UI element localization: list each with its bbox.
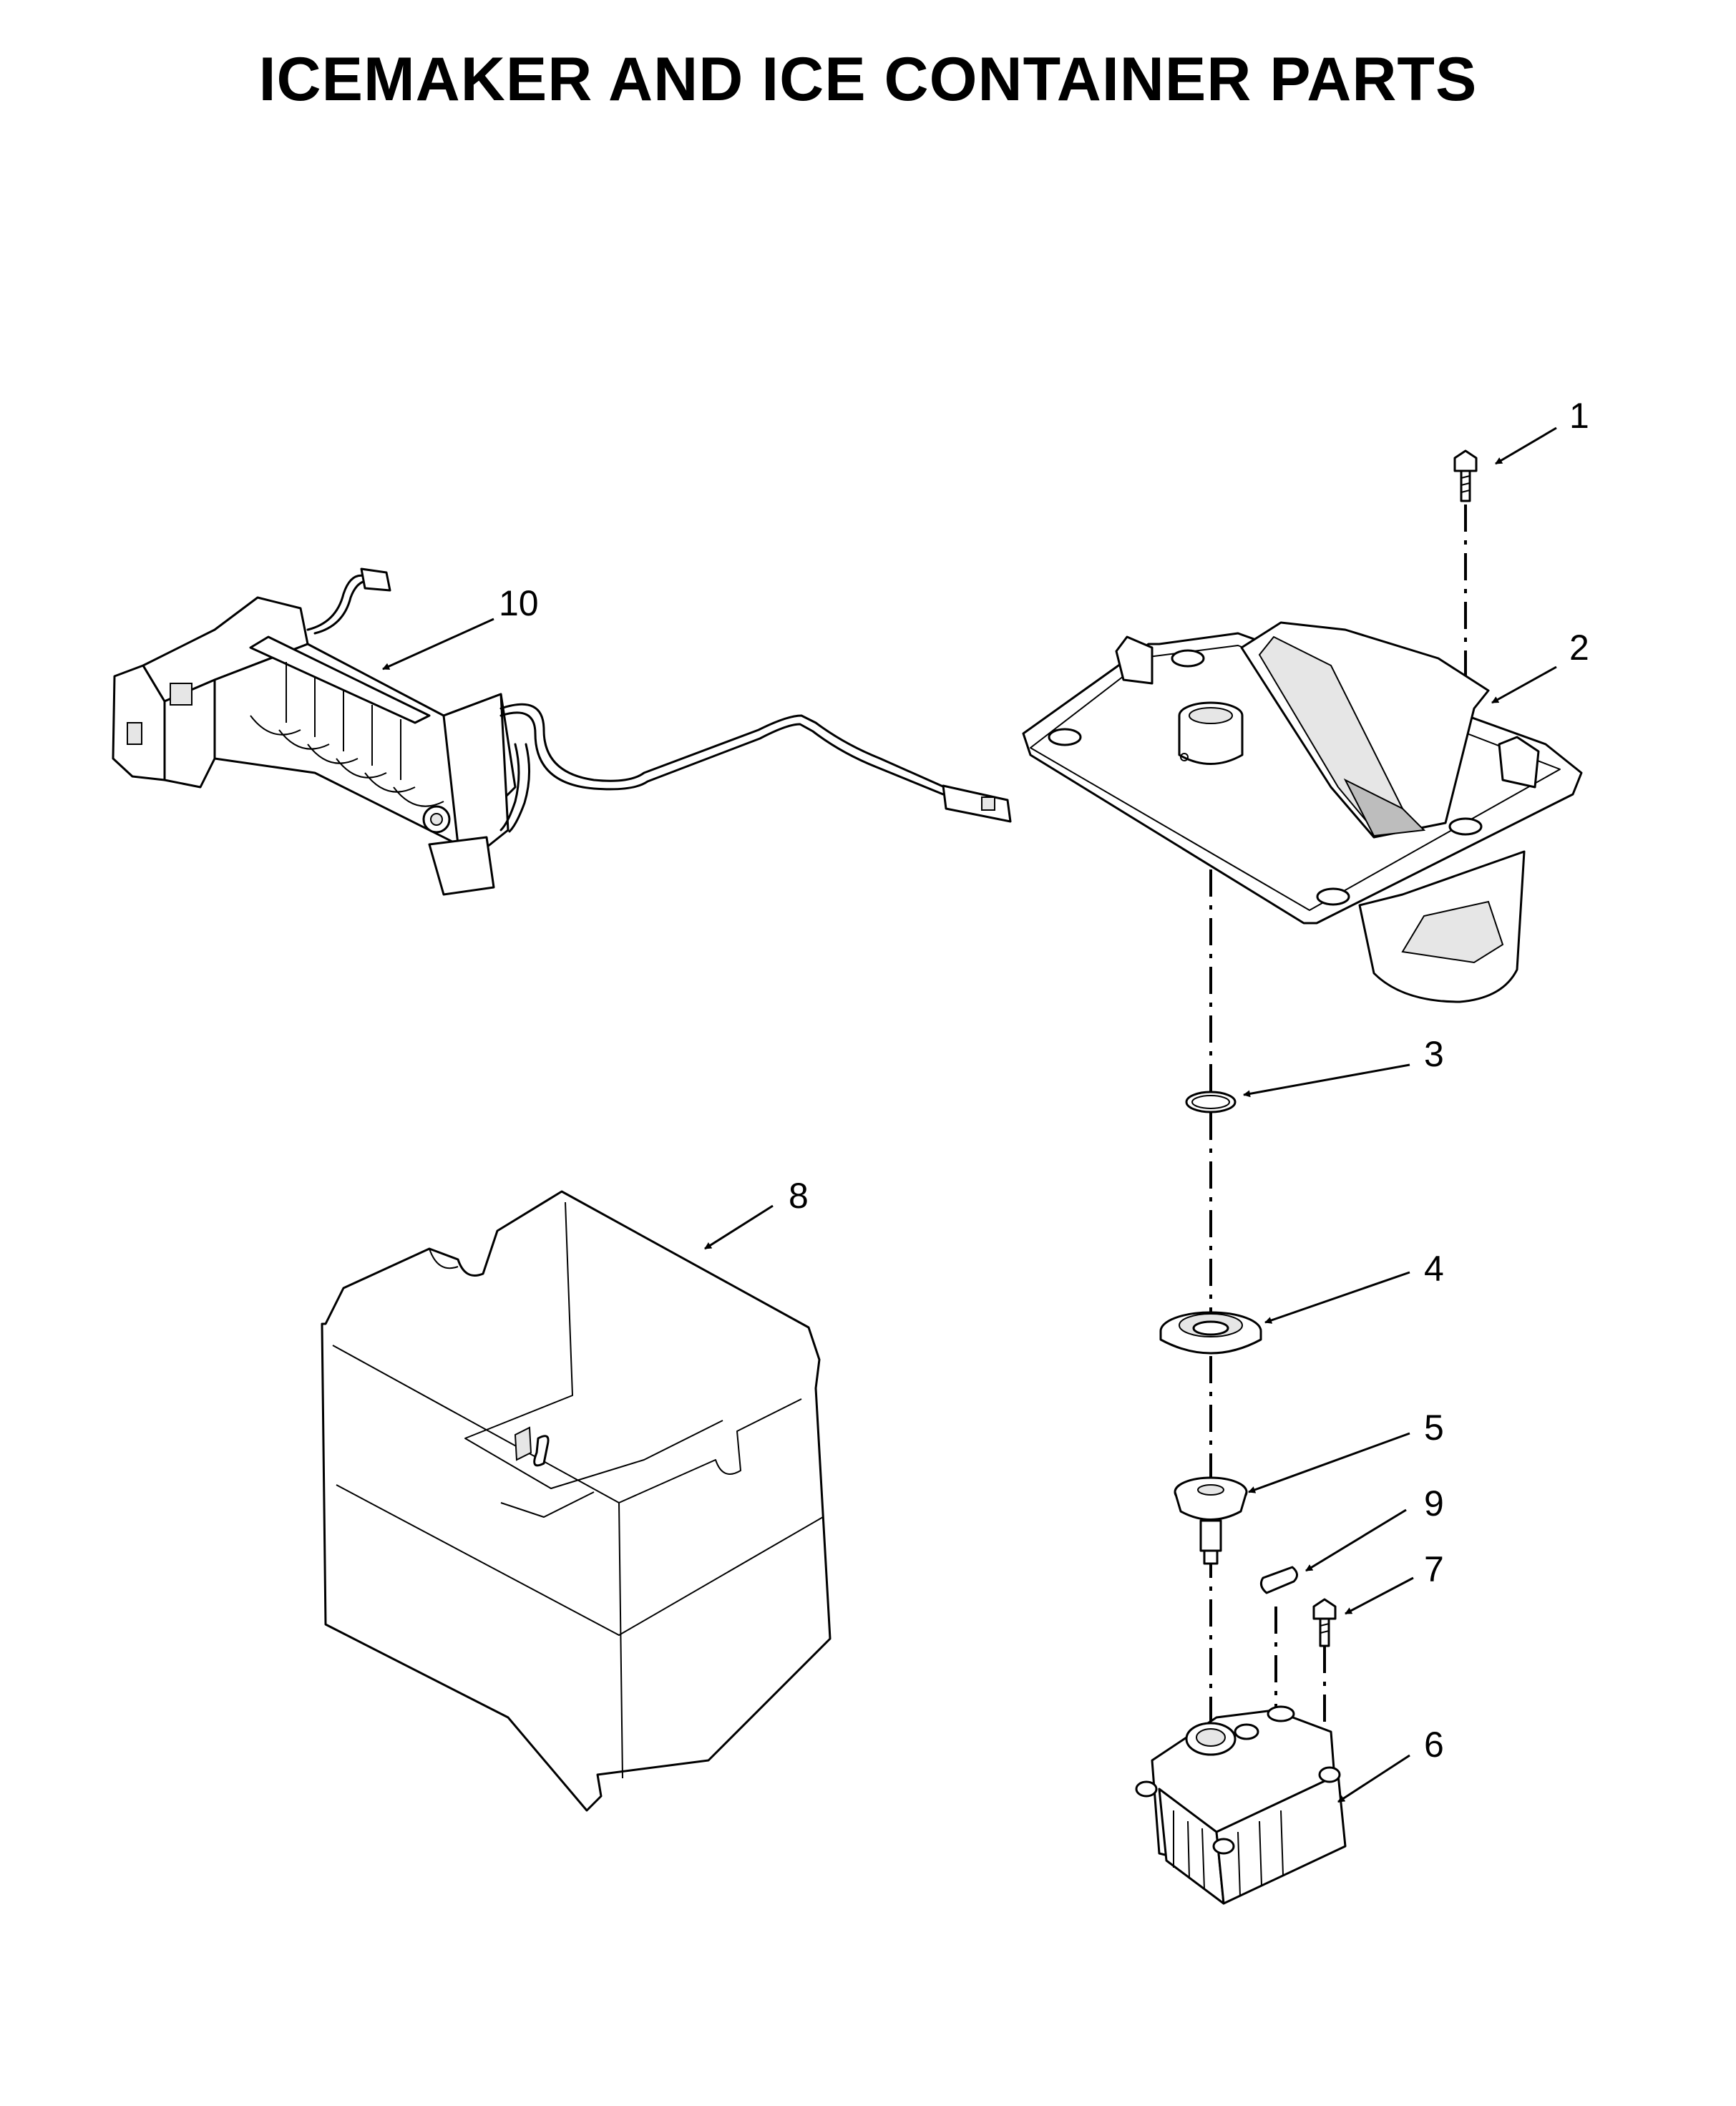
leader-1: [1495, 426, 1557, 465]
coupler: [1174, 1476, 1248, 1565]
callout-7: 7: [1424, 1549, 1444, 1589]
callout-2: 2: [1569, 628, 1589, 668]
callout-10: 10: [499, 583, 539, 623]
o-ring: [1185, 1091, 1237, 1113]
page-title: ICEMAKER AND ICE CONTAINER PARTS: [258, 45, 1478, 114]
ice-bin-housing: [1022, 621, 1583, 1003]
leader-9: [1305, 1508, 1407, 1572]
leader-8: [704, 1204, 774, 1250]
callout-8: 8: [789, 1176, 809, 1216]
leader-3: [1243, 1063, 1410, 1098]
callout-1: 1: [1569, 396, 1589, 436]
screw-motor: [1312, 1598, 1337, 1647]
leader-2: [1491, 666, 1557, 704]
leader-10: [382, 618, 494, 671]
callout-6: 6: [1424, 1725, 1444, 1765]
leader-4: [1264, 1271, 1410, 1324]
leader-lines: [382, 426, 1557, 1803]
callout-9: 9: [1424, 1483, 1444, 1524]
pad: [1259, 1566, 1298, 1594]
callout-3: 3: [1424, 1034, 1444, 1074]
callout-4: 4: [1424, 1249, 1444, 1289]
auger-motor: [1135, 1705, 1347, 1905]
callout-numbers: 1 2 3 4 5 9 7 6 8 10: [499, 396, 1589, 1765]
callout-5: 5: [1424, 1408, 1444, 1448]
icemaker-assembly: [112, 567, 1012, 896]
leader-7: [1345, 1576, 1414, 1615]
ice-container: [321, 1190, 832, 1812]
leader-5: [1248, 1432, 1410, 1493]
leader-6: [1337, 1754, 1410, 1803]
bushing: [1159, 1311, 1262, 1355]
screw-top: [1453, 449, 1478, 502]
